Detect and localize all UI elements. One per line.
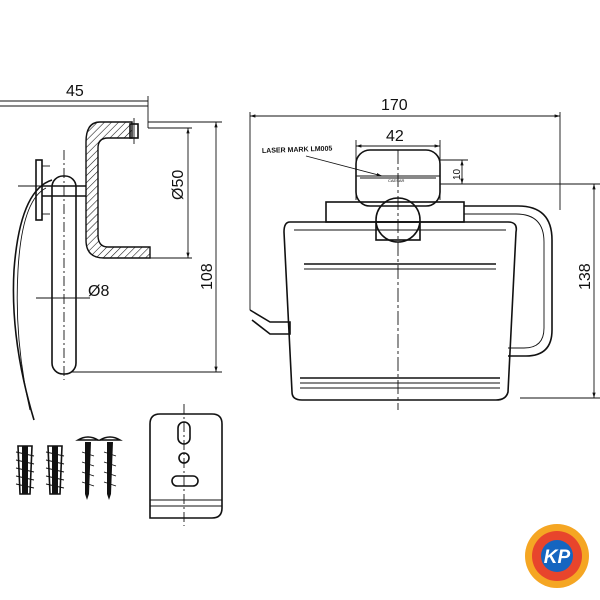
back-plate-view [149, 404, 223, 526]
cover-body [283, 221, 518, 401]
laser-mark-label: LASER MARK LM005 [262, 146, 333, 155]
dimension-label-10: 10 [452, 168, 463, 180]
cover-top-bar [325, 201, 465, 223]
dimension-label-d8: Ø8 [88, 283, 109, 300]
fasteners [15, 436, 123, 500]
front-view: 170 42 LASER MARK LM005 CAESAR 10 138 [249, 97, 600, 410]
cover-flap-outer [12, 179, 53, 421]
screw-2 [97, 436, 123, 500]
dimension-label-170: 170 [381, 97, 408, 114]
wall-anchor-2 [45, 445, 65, 495]
dimension-label-42: 42 [386, 128, 404, 145]
dimension-label-108: 108 [199, 263, 216, 290]
logo-text: KP [544, 547, 571, 568]
cover-flap-inner [16, 187, 47, 411]
laser-mark-leader [305, 155, 383, 177]
dimension-label-45: 45 [66, 83, 84, 100]
screw-1 [75, 436, 101, 500]
dimension-label-138: 138 [577, 263, 594, 290]
mounting-slot-bottom [171, 475, 199, 487]
back-plate-outline [149, 413, 223, 519]
logo-center [541, 540, 573, 572]
side-view: 45 Ø50 108 Ø8 [0, 83, 222, 421]
rod-left-end [249, 309, 291, 335]
holder-arm-outer [464, 205, 553, 357]
holder-arm-inner [464, 213, 545, 349]
wall-anchor-1 [15, 445, 35, 495]
kp-logo: KP [525, 524, 589, 588]
bracket-section-hatched [85, 121, 151, 259]
dimension-label-d50: Ø50 [170, 170, 187, 200]
cover-engraving: CAESAR [388, 178, 405, 183]
